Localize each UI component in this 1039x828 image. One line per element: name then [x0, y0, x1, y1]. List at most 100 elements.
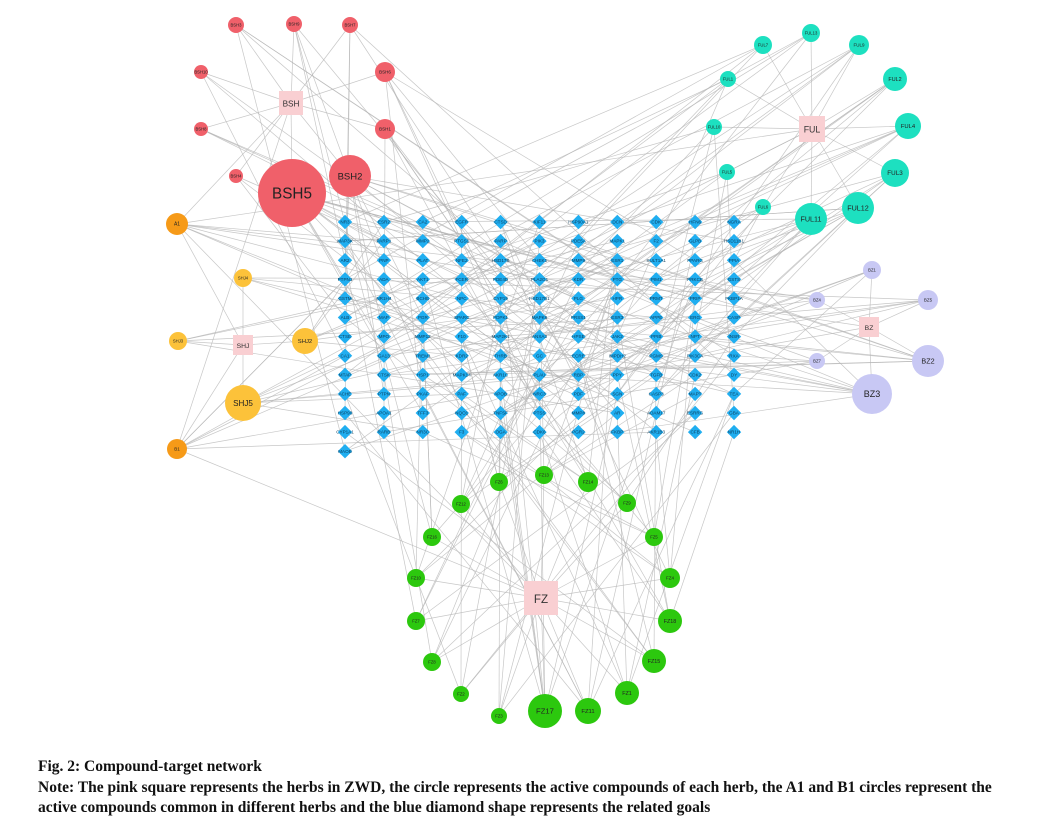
target-node-cyp1a1[interactable]: CYP1A1	[336, 424, 354, 440]
target-node-prkcb[interactable]: PRKCB	[687, 272, 703, 287]
target-node-mmp9[interactable]: MMP9	[571, 253, 586, 268]
target-node-cdk[interactable]: CDK	[649, 214, 664, 230]
compound-node-fz15[interactable]: FZ15	[642, 649, 666, 673]
target-node-mapk8[interactable]: MAPK8	[532, 310, 548, 325]
target-node-ca2[interactable]: CA2	[415, 214, 430, 230]
target-node-npt[interactable]: NPT	[687, 329, 703, 344]
target-node-mapk14[interactable]: MAPK14	[453, 367, 472, 382]
target-node-ngra[interactable]: NGRA	[726, 214, 742, 230]
target-node-pdpk1[interactable]: PDPK1	[493, 310, 509, 325]
compound-node-fz2[interactable]: FZ2	[453, 686, 469, 702]
compound-node-shj4[interactable]: SHJ4	[234, 269, 252, 287]
target-node-nr3c[interactable]: NR3C	[415, 424, 430, 440]
target-node-ppia[interactable]: PPIA	[726, 253, 742, 268]
target-node-fkbp1a[interactable]: FKBP1A	[725, 291, 744, 306]
target-node-mmp2[interactable]: MMP2	[415, 233, 430, 249]
compound-node-shj2[interactable]: SHJ2	[292, 328, 318, 354]
target-node-prip[interactable]: PRIP	[687, 291, 703, 306]
target-node-pkaf[interactable]: PKAF	[415, 386, 430, 402]
target-node-casp3[interactable]: CASP3	[649, 386, 665, 402]
target-node-casp[interactable]: CASP	[726, 310, 742, 325]
target-node-ecre[interactable]: ECRE	[571, 348, 586, 363]
compound-node-fz1[interactable]: FZ1	[615, 681, 639, 705]
target-node-dcn[interactable]: DCN	[610, 214, 625, 230]
target-node-ctsk[interactable]: CTSK	[376, 367, 392, 382]
target-node-insr[interactable]: INSR	[726, 329, 742, 344]
target-node-plg[interactable]: PLG	[571, 291, 586, 306]
compound-node-fz9[interactable]: FZ9	[618, 494, 636, 512]
target-node-esr1[interactable]: ESR1	[610, 253, 625, 268]
compound-node-bz4[interactable]: BZ4	[809, 292, 825, 308]
target-node-bche[interactable]: BCHE	[415, 291, 430, 306]
target-node-hsd11b1[interactable]: HSD11B1	[724, 233, 745, 249]
compound-node-bz7[interactable]: BZ7	[809, 353, 825, 369]
herb-node-ful[interactable]: FUL	[799, 116, 825, 142]
compound-node-shj5[interactable]: SHJ5	[225, 385, 261, 421]
target-node-glpb[interactable]: GLPB	[687, 233, 703, 249]
target-node-fkbp[interactable]: FKBP	[610, 424, 625, 440]
compound-node-ful10[interactable]: FUL10	[706, 119, 722, 135]
compound-node-bsh4[interactable]: BSH4	[229, 169, 243, 183]
target-node-rxa[interactable]: RXA	[726, 348, 742, 363]
target-node-tnfsf[interactable]: TNFSF	[493, 405, 508, 421]
target-node-f3[interactable]: F3	[454, 424, 469, 440]
target-node-f2[interactable]: F2	[649, 233, 664, 249]
target-node-nr1h[interactable]: NR1H	[726, 424, 742, 440]
target-node-hsp90[interactable]: HSP90	[338, 405, 353, 421]
target-node-rarb[interactable]: RARB	[376, 424, 392, 440]
target-node-ppy[interactable]: PPY	[610, 367, 625, 382]
target-node-pde5a[interactable]: PDE5A	[571, 233, 587, 249]
target-node-nrc3[interactable]: NRC3	[532, 386, 547, 402]
target-node-mpo[interactable]: MPO	[376, 329, 392, 344]
target-node-plau[interactable]: PLAU	[532, 367, 547, 382]
compound-node-ful9[interactable]: FUL9	[849, 35, 869, 55]
target-node-ar2[interactable]: AR2	[337, 253, 353, 268]
target-node-dy[interactable]: DY	[726, 367, 742, 382]
target-node-pla2g1[interactable]: PLA2G1	[531, 272, 549, 287]
target-node-f10[interactable]: F10	[454, 329, 469, 344]
compound-node-fz11[interactable]: FZ11	[575, 698, 601, 724]
compound-node-bsh5[interactable]: BSH5	[258, 159, 326, 227]
compound-node-ful2[interactable]: FUL2	[883, 67, 907, 91]
target-node-nfe2[interactable]: NFE2	[454, 253, 469, 268]
target-node-prss1[interactable]: PRSS1	[571, 310, 587, 325]
compound-node-fz17[interactable]: FZ17	[528, 694, 562, 728]
herb-node-bz[interactable]: BZ	[859, 317, 879, 337]
compound-node-fz8[interactable]: FZ8	[423, 653, 441, 671]
compound-node-ful13[interactable]: FUL13	[802, 24, 820, 42]
target-node-anxa3[interactable]: ANXA3	[532, 329, 548, 344]
target-node-pik3ca[interactable]: PIK3CA	[687, 348, 704, 363]
target-node-fcer[interactable]: FCER	[454, 272, 469, 287]
target-node-hfn6[interactable]: HFN6	[687, 214, 703, 230]
target-node-ptg[interactable]: PTG	[610, 272, 625, 287]
target-node-mmp12[interactable]: MMP12	[415, 329, 431, 344]
target-node-cyp19[interactable]: CYP19	[493, 291, 508, 306]
target-node-nr1h4[interactable]: NR1H4	[376, 291, 392, 306]
target-node-jak2[interactable]: JAK2	[610, 329, 625, 344]
compound-node-fz6[interactable]: FZ6	[490, 473, 508, 491]
compound-node-fz10[interactable]: FZ10	[407, 569, 425, 587]
compound-node-fz18[interactable]: FZ18	[658, 609, 682, 633]
target-node-pnp[interactable]: PNP	[376, 253, 392, 268]
compound-node-bz2[interactable]: BZ2	[912, 345, 944, 377]
target-node-pdf[interactable]: PDF	[571, 386, 586, 402]
target-node-apob[interactable]: APOB	[493, 386, 508, 402]
target-node-prmt[interactable]: PRMT	[649, 291, 664, 306]
target-node-rbp[interactable]: RBP	[571, 367, 586, 382]
target-node-mapt[interactable]: MAPT	[687, 386, 703, 402]
target-node-gsts[interactable]: GSTS	[726, 272, 742, 287]
target-node-adam17[interactable]: ADAM17	[647, 405, 666, 421]
target-node-oga[interactable]: OGA	[493, 424, 508, 440]
target-node-cfb[interactable]: CFB	[687, 424, 703, 440]
target-node-kif11[interactable]: KIF11	[532, 214, 547, 230]
compound-node-bsh6[interactable]: BSH6	[375, 62, 395, 82]
target-node-tff3[interactable]: TFF3	[415, 405, 430, 421]
target-node-plat[interactable]: PLAT	[415, 253, 430, 268]
target-node-sgn[interactable]: SGN	[610, 386, 625, 402]
target-node-ache[interactable]: ACHE	[337, 386, 353, 402]
target-node-gba[interactable]: GBA	[726, 405, 742, 421]
target-node-ada[interactable]: ADA	[376, 272, 392, 287]
compound-node-bsh7[interactable]: BSH7	[342, 17, 358, 33]
target-node-akr1b3[interactable]: AKR1B3	[647, 424, 665, 440]
target-node-cdk2[interactable]: CDK2	[687, 367, 703, 382]
